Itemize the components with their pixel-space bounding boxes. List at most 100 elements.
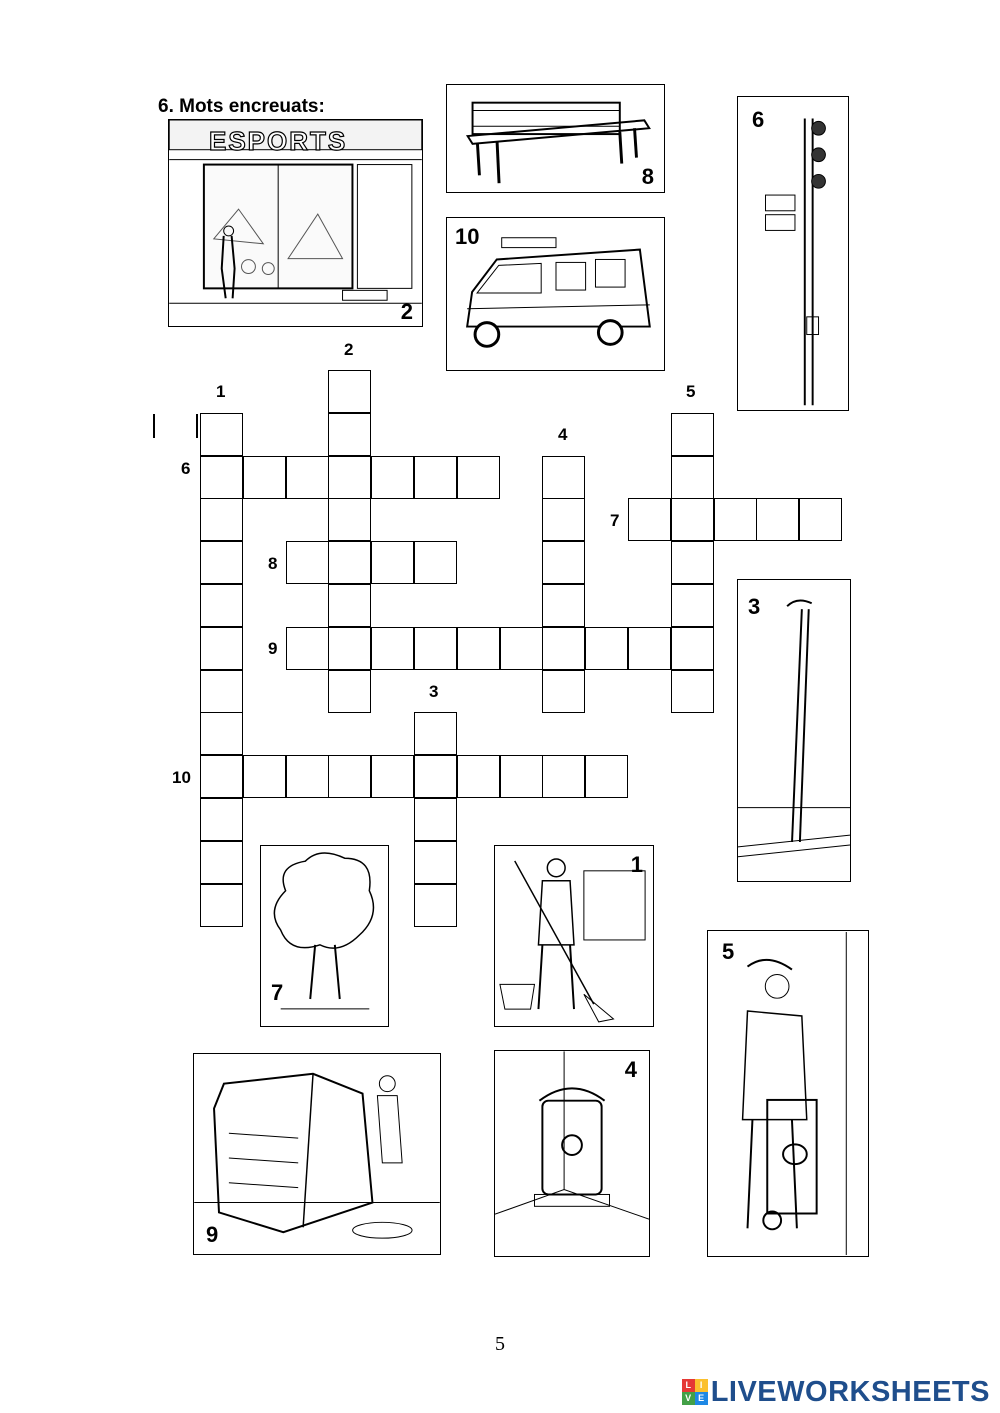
crossword-letter-input[interactable] xyxy=(415,884,456,926)
crossword-letter-input[interactable] xyxy=(243,456,285,498)
crossword-cell[interactable] xyxy=(670,498,714,542)
crossword-cell[interactable] xyxy=(414,755,457,799)
crossword-cell[interactable] xyxy=(414,712,457,756)
crossword-cell[interactable] xyxy=(328,584,372,627)
crossword-letter-input[interactable] xyxy=(543,585,585,626)
crossword-letter-input[interactable] xyxy=(201,413,242,455)
crossword-letter-input[interactable] xyxy=(671,499,713,541)
crossword-cell[interactable] xyxy=(414,626,457,670)
crossword-cell[interactable] xyxy=(542,455,586,499)
crossword-letter-input[interactable] xyxy=(800,499,842,541)
crossword-letter-input[interactable] xyxy=(286,756,328,798)
crossword-letter-input[interactable] xyxy=(415,799,456,840)
crossword-cell[interactable] xyxy=(585,755,629,799)
crossword-letter-input[interactable] xyxy=(586,627,628,669)
crossword-letter-input[interactable] xyxy=(329,585,371,626)
crossword-letter-input[interactable] xyxy=(286,542,328,584)
crossword-letter-input[interactable] xyxy=(415,456,456,498)
crossword-letter-input[interactable] xyxy=(201,841,242,883)
crossword-letter-input[interactable] xyxy=(543,756,585,798)
crossword-cell[interactable] xyxy=(371,541,415,585)
crossword-cell[interactable] xyxy=(670,584,714,627)
crossword-letter-input[interactable] xyxy=(629,627,670,669)
crossword-cell[interactable] xyxy=(414,455,457,499)
crossword-letter-input[interactable] xyxy=(201,542,242,584)
crossword-letter-input[interactable] xyxy=(372,456,414,498)
crossword-cell[interactable] xyxy=(456,455,500,499)
crossword-cell[interactable] xyxy=(542,584,586,627)
crossword-cell[interactable] xyxy=(414,541,457,585)
crossword-cell[interactable] xyxy=(200,455,243,499)
crossword-letter-input[interactable] xyxy=(586,756,628,798)
crossword-letter-input[interactable] xyxy=(329,371,371,412)
crossword-letter-input[interactable] xyxy=(201,756,242,798)
crossword-letter-input[interactable] xyxy=(372,756,414,798)
crossword-letter-input[interactable] xyxy=(372,542,414,584)
crossword-cell[interactable] xyxy=(542,755,586,799)
crossword-letter-input[interactable] xyxy=(201,884,242,926)
crossword-letter-input[interactable] xyxy=(329,542,371,584)
crossword-cell[interactable] xyxy=(200,798,243,841)
crossword-cell[interactable] xyxy=(200,626,243,670)
crossword-cell[interactable] xyxy=(328,541,372,585)
crossword-letter-input[interactable] xyxy=(671,585,713,626)
crossword-letter-input[interactable] xyxy=(415,713,456,755)
crossword-letter-input[interactable] xyxy=(543,627,585,669)
crossword-letter-input[interactable] xyxy=(543,456,585,498)
crossword-cell[interactable] xyxy=(200,541,243,585)
crossword-cell[interactable] xyxy=(200,669,243,713)
crossword-cell[interactable] xyxy=(542,669,586,713)
crossword-letter-input[interactable] xyxy=(329,627,371,669)
crossword-cell[interactable] xyxy=(670,626,714,670)
crossword-cell[interactable] xyxy=(670,455,714,499)
crossword-cell[interactable] xyxy=(200,883,243,927)
crossword-letter-input[interactable] xyxy=(629,499,670,541)
crossword-letter-input[interactable] xyxy=(671,627,713,669)
crossword-cell[interactable] xyxy=(414,840,457,884)
crossword-cell[interactable] xyxy=(456,755,500,799)
crossword-letter-input[interactable] xyxy=(457,456,499,498)
crossword-cell[interactable] xyxy=(499,626,543,670)
crossword-cell[interactable] xyxy=(670,412,714,456)
crossword-cell[interactable] xyxy=(285,626,329,670)
crossword-letter-input[interactable] xyxy=(243,756,285,798)
crossword-cell[interactable] xyxy=(200,584,243,627)
crossword-cell[interactable] xyxy=(799,498,843,542)
crossword-cell[interactable] xyxy=(542,541,586,585)
crossword-letter-input[interactable] xyxy=(543,542,585,584)
crossword-letter-input[interactable] xyxy=(671,413,713,455)
crossword-cell[interactable] xyxy=(200,840,243,884)
crossword-cell[interactable] xyxy=(242,755,286,799)
crossword-cell[interactable] xyxy=(200,412,243,456)
crossword-letter-input[interactable] xyxy=(329,670,371,712)
crossword-cell[interactable] xyxy=(542,626,586,670)
crossword-cell[interactable] xyxy=(328,370,372,413)
crossword-letter-input[interactable] xyxy=(201,456,242,498)
crossword-cell[interactable] xyxy=(456,626,500,670)
crossword-cell[interactable] xyxy=(628,626,671,670)
crossword-cell[interactable] xyxy=(328,412,372,456)
crossword-letter-input[interactable] xyxy=(329,456,371,498)
crossword-letter-input[interactable] xyxy=(329,413,371,455)
crossword-cell[interactable] xyxy=(585,626,629,670)
crossword-cell[interactable] xyxy=(328,626,372,670)
crossword-letter-input[interactable] xyxy=(415,841,456,883)
crossword-letter-input[interactable] xyxy=(286,627,328,669)
crossword-letter-input[interactable] xyxy=(543,670,585,712)
crossword-letter-input[interactable] xyxy=(372,627,414,669)
crossword-letter-input[interactable] xyxy=(457,627,499,669)
crossword-cell[interactable] xyxy=(670,669,714,713)
crossword-letter-input[interactable] xyxy=(201,499,242,541)
crossword-cell[interactable] xyxy=(371,755,415,799)
crossword-letter-input[interactable] xyxy=(201,713,242,755)
crossword-letter-input[interactable] xyxy=(329,499,371,541)
crossword-cell[interactable] xyxy=(371,626,415,670)
crossword-letter-input[interactable] xyxy=(415,756,456,798)
crossword-cell[interactable] xyxy=(200,712,243,756)
crossword-cell[interactable] xyxy=(242,455,286,499)
crossword-letter-input[interactable] xyxy=(201,799,242,840)
crossword-cell[interactable] xyxy=(371,455,415,499)
crossword-letter-input[interactable] xyxy=(286,456,328,498)
crossword-letter-input[interactable] xyxy=(671,542,713,584)
crossword-letter-input[interactable] xyxy=(543,499,585,541)
